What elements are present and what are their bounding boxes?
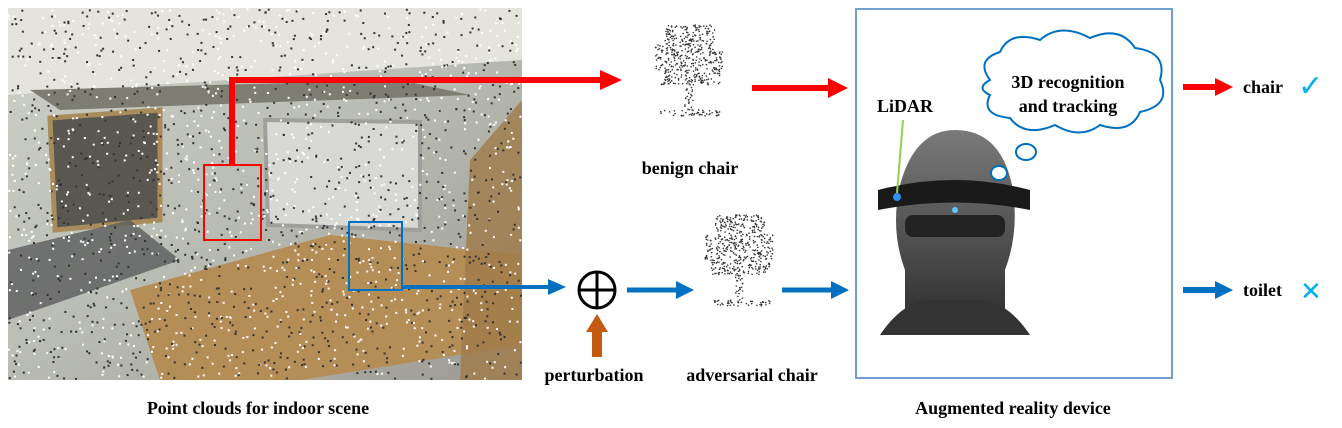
ceiling-fixture — [30, 80, 470, 110]
benign-chair-label: benign chair — [642, 158, 739, 178]
whiteboard-left — [47, 107, 163, 233]
arrowhead-icon — [1215, 281, 1233, 299]
arrowhead-icon — [828, 78, 848, 98]
device-caption: Augmented reality device — [915, 398, 1111, 418]
benign-chair-point-cloud — [654, 24, 724, 117]
lidar-label: LiDAR — [877, 96, 934, 116]
arrowhead-icon — [548, 279, 566, 295]
output-label-chair: chair — [1243, 77, 1283, 97]
adversarial-chair-box — [348, 221, 403, 291]
adversarial-chair-point-cloud — [704, 214, 774, 307]
ar-headset-image — [878, 130, 1030, 335]
arrowhead-icon — [1215, 78, 1233, 96]
thought-cloud — [981, 29, 1165, 181]
plus-operator-icon — [577, 270, 617, 310]
cross-icon: ✕ — [1300, 277, 1322, 307]
table — [130, 235, 522, 380]
perturbation-arrow — [586, 314, 608, 357]
arrowhead-icon — [831, 281, 849, 299]
lidar-pointer-line — [896, 119, 904, 194]
check-icon: ✓ — [1298, 69, 1323, 104]
thought-line-2: and tracking — [1019, 96, 1118, 116]
arrowhead-icon — [600, 70, 622, 90]
indoor-scene-point-cloud — [8, 8, 522, 380]
thought-line-1: 3D recognition — [1011, 72, 1124, 92]
output-label-toilet: toilet — [1243, 280, 1282, 300]
adversarial-chair-label: adversarial chair — [686, 365, 817, 385]
benign-path-arrow — [229, 77, 602, 165]
scene-caption: Point clouds for indoor scene — [147, 398, 369, 418]
arrowhead-icon — [676, 281, 694, 299]
perturbation-label: perturbation — [545, 365, 644, 385]
